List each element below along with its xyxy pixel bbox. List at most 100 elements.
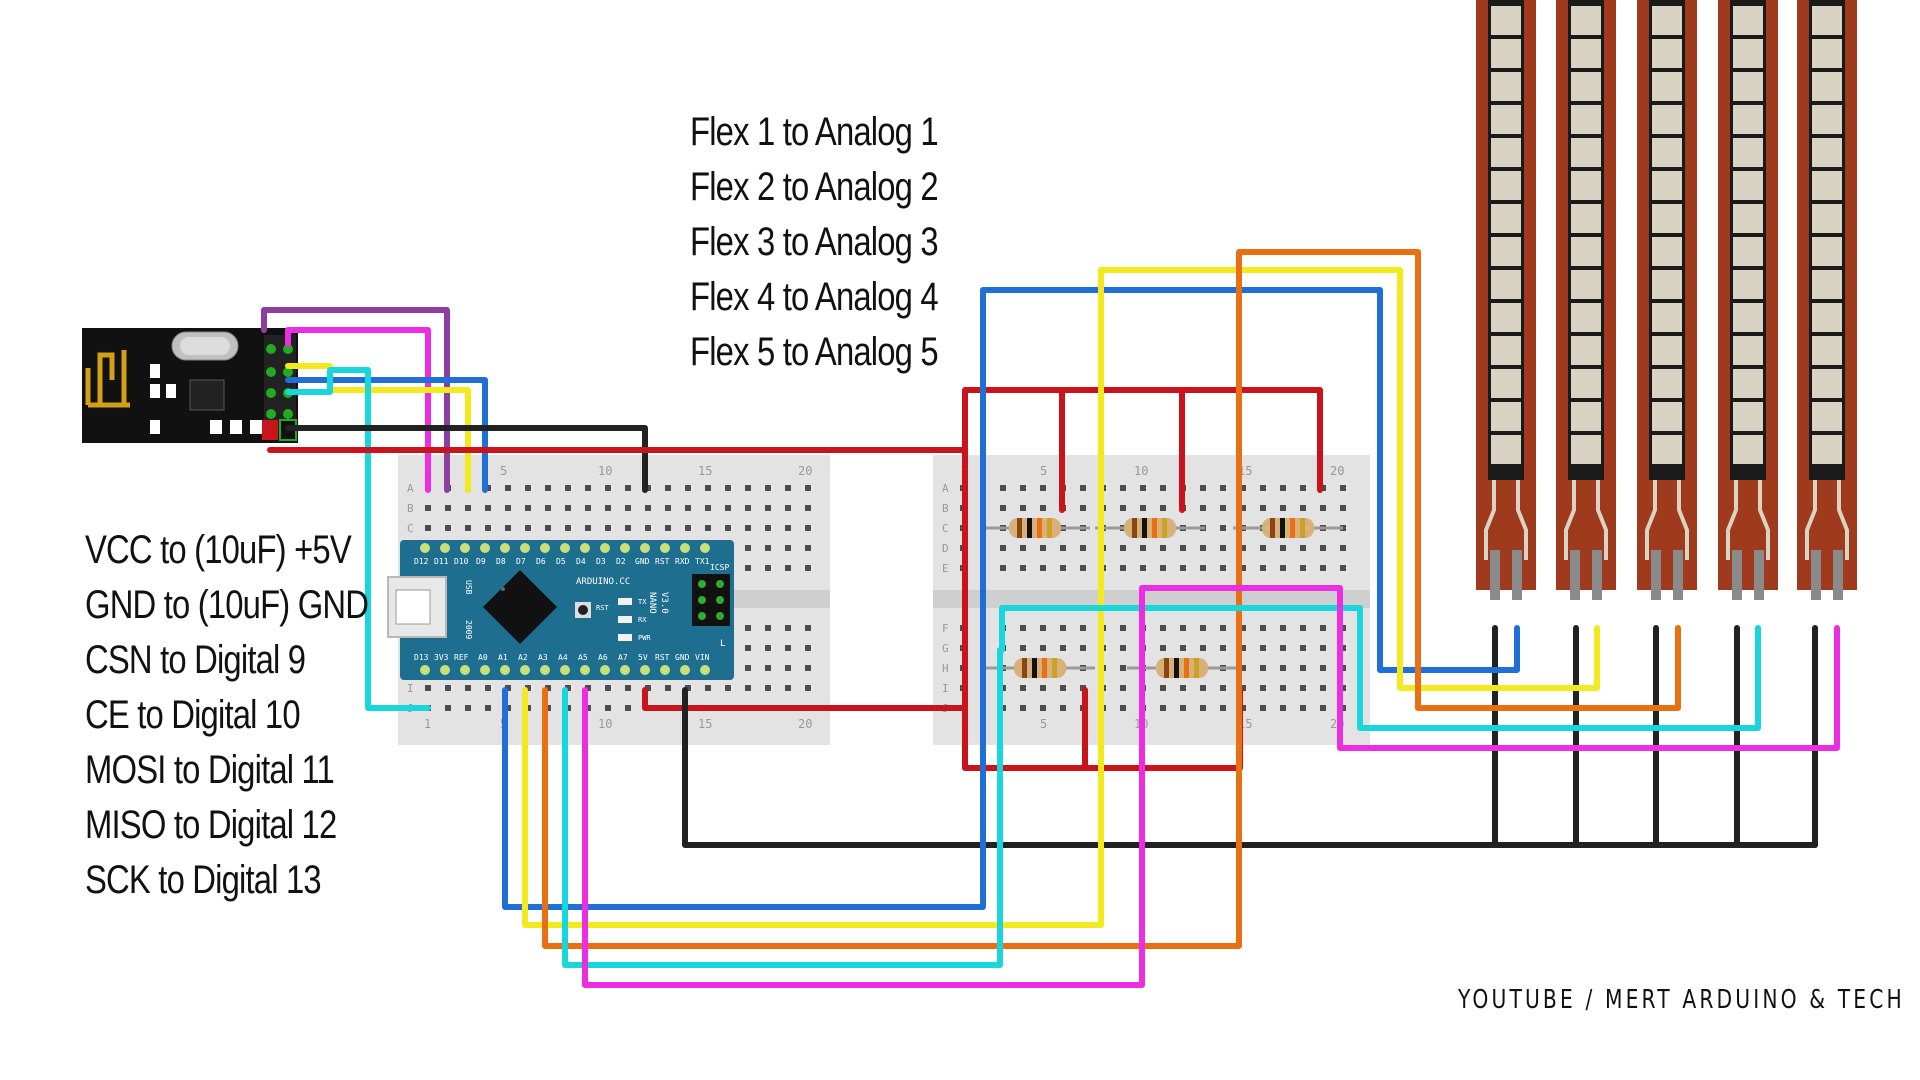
breadboard-hole	[1240, 625, 1246, 631]
breadboard-hole	[1180, 545, 1186, 551]
flex-note: Flex 1 to Analog 1	[690, 110, 939, 154]
flex-sensor-cell	[1571, 39, 1601, 68]
flex-sensor-cell	[1571, 336, 1601, 365]
arduino-pin	[420, 665, 430, 675]
col-number: 5	[500, 464, 507, 478]
pin-label: A3	[538, 653, 548, 662]
radio-note: SCK to Digital 13	[85, 858, 322, 902]
breadboard-hole	[565, 485, 571, 491]
radio-note: VCC to (10uF) +5V	[85, 528, 352, 572]
flex-sensor-trace	[1726, 480, 1770, 560]
wire-magenta-flex5	[582, 585, 1840, 988]
flex-sensor-cell	[1491, 204, 1521, 233]
breadboard-hole	[1280, 505, 1286, 511]
pin-label: REF	[454, 653, 469, 662]
flex-sensor-trace	[1645, 480, 1689, 560]
breadboard-hole	[1260, 665, 1266, 671]
breadboard-hole	[805, 485, 811, 491]
breadboard-hole	[705, 525, 711, 531]
pin-label: A7	[618, 653, 628, 662]
row-letter: C	[407, 522, 414, 535]
breadboard-hole	[805, 505, 811, 511]
breadboard-hole	[1220, 645, 1226, 651]
breadboard-hole	[1160, 505, 1166, 511]
breadboard-hole	[785, 645, 791, 651]
breadboard-hole	[1220, 545, 1226, 551]
wire-red-rail	[962, 387, 1323, 493]
breadboard-hole	[485, 705, 491, 711]
breadboard-hole	[1040, 645, 1046, 651]
breadboard-hole	[605, 525, 611, 531]
breadboard-hole	[685, 505, 691, 511]
arduino-pin	[460, 543, 470, 553]
breadboard-hole	[1300, 645, 1306, 651]
resistor-band	[1290, 518, 1295, 538]
arduino-pin	[480, 665, 490, 675]
arduino-pin	[440, 543, 450, 553]
flex-sensor-cell	[1652, 303, 1682, 332]
breadboard-hole	[1040, 685, 1046, 691]
breadboard-hole	[445, 505, 451, 511]
arduino-pin	[500, 543, 510, 553]
led-label: L	[720, 639, 725, 649]
breadboard-hole	[1120, 625, 1126, 631]
breadboard-hole	[1300, 505, 1306, 511]
breadboard-hole	[785, 545, 791, 551]
led	[618, 598, 632, 605]
breadboard-hole	[1060, 565, 1066, 571]
flex-sensor-cell	[1571, 171, 1601, 200]
breadboard-hole	[805, 665, 811, 671]
breadboard-hole	[1240, 685, 1246, 691]
wire-orange-flex3	[542, 249, 1681, 949]
breadboard-hole	[645, 505, 651, 511]
arduino-pin	[660, 543, 670, 553]
breadboard-hole	[1340, 505, 1346, 511]
breadboard-hole	[545, 485, 551, 491]
breadboard-hole	[1300, 705, 1306, 711]
row-letter: H	[942, 662, 949, 675]
flex-sensor-cell	[1652, 39, 1682, 68]
arduino-pin	[700, 665, 710, 675]
flex-sensor-cell	[1571, 138, 1601, 167]
breadboard-hole	[585, 525, 591, 531]
breadboard-hole	[725, 685, 731, 691]
breadboard-hole	[1300, 485, 1306, 491]
breadboard-hole	[425, 505, 431, 511]
breadboard-hole	[765, 685, 771, 691]
breadboard-hole	[1220, 485, 1226, 491]
flex-sensor-cell	[1733, 336, 1763, 365]
flex-sensor-cell	[1733, 270, 1763, 299]
row-letter: G	[942, 642, 949, 655]
resistor-band	[1132, 518, 1137, 538]
arduino-pin	[660, 665, 670, 675]
arduino-nano: D12 D11 D10 D9 D8 D7 D6 D5 D4 D3 D2 GND …	[387, 540, 734, 680]
breadboard-hole	[1160, 545, 1166, 551]
flex-sensor-trace	[1805, 480, 1849, 560]
wire-blue	[285, 377, 488, 493]
flex-note: Flex 3 to Analog 3	[690, 220, 939, 264]
arduino-pin	[640, 543, 650, 553]
flex-sensors	[1476, 0, 1857, 600]
led-label: TX	[638, 598, 647, 606]
breadboard-hole	[1180, 705, 1186, 711]
breadboard-hole	[1240, 565, 1246, 571]
wire-black	[285, 425, 648, 493]
breadboard-hole	[1280, 625, 1286, 631]
breadboard-hole	[1340, 565, 1346, 571]
flex-sensor-cell	[1812, 138, 1842, 167]
radio-note: MOSI to Digital 11	[85, 748, 335, 792]
flex-sensor-cell	[1652, 270, 1682, 299]
breadboard-hole	[465, 685, 471, 691]
flex-sensor-pin	[1651, 550, 1661, 600]
credit-text: YOUTUBE / MERT ARDUINO & TECH	[1458, 985, 1905, 1015]
pin-label: 3V3	[434, 653, 449, 662]
col-number: 15	[698, 717, 712, 731]
breadboard-hole	[605, 485, 611, 491]
row-letter: F	[942, 622, 949, 635]
breadboard-hole	[645, 525, 651, 531]
flex-sensor-cell	[1571, 402, 1601, 431]
breadboard-hole	[1020, 705, 1026, 711]
flex-sensor-cell	[1733, 435, 1763, 464]
breadboard-hole	[1020, 645, 1026, 651]
col-number: 10	[598, 717, 612, 731]
